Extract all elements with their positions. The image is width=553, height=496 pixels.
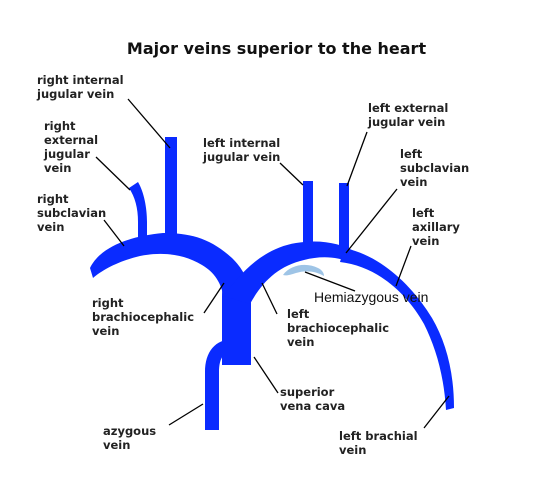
- azygous-vein-shape: [205, 339, 234, 430]
- leader-right-brachiocephalic: [203, 282, 225, 314]
- leader-hemiazygous: [304, 271, 356, 292]
- hemiazygous-vein-shape: [283, 264, 324, 276]
- label-hemiazygous-vein: Hemiazygous vein: [314, 289, 429, 305]
- right-external-jugular-shape: [129, 182, 147, 244]
- leader-left-brachiocephalic: [261, 282, 278, 315]
- leader-left-external-jugular: [346, 131, 368, 187]
- leader-right-external-jugular: [95, 156, 131, 191]
- label-superior-vena-cava: superior vena cava: [280, 385, 346, 413]
- leader-right-subclavian: [103, 219, 125, 247]
- left-subclavian-axillary-brachial-shape: [340, 248, 454, 410]
- label-right-external-jugular-vein: right external jugular vein: [44, 119, 99, 175]
- leader-azygous: [168, 403, 204, 426]
- label-right-subclavian-vein: right subclavian vein: [37, 192, 107, 234]
- label-left-brachiocephalic-vein: left brachiocephalic vein: [287, 307, 390, 349]
- diagram-title: Major veins superior to the heart: [126, 39, 427, 58]
- left-brachiocephalic-shape: [224, 241, 356, 304]
- right-internal-jugular-shape: [165, 137, 177, 242]
- label-left-brachial-vein: left brachial vein: [339, 429, 418, 457]
- label-right-internal-jugular-vein: right internal jugular vein: [37, 73, 124, 101]
- leader-left-axillary: [395, 245, 412, 287]
- leader-left-subclavian: [345, 188, 398, 254]
- leader-left-brachial: [423, 395, 450, 429]
- label-left-axillary-vein: left axillary vein: [412, 206, 460, 248]
- label-left-subclavian-vein: left subclavian vein: [400, 147, 470, 189]
- left-external-jugular-shape: [339, 183, 349, 252]
- label-right-brachiocephalic-vein: right brachiocephalic vein: [92, 296, 195, 338]
- left-internal-jugular-shape: [303, 181, 313, 252]
- leader-right-internal-jugular: [127, 98, 171, 149]
- label-left-external-jugular-vein: left external jugular vein: [368, 101, 449, 129]
- leader-superior-vena-cava: [253, 356, 279, 394]
- right-brachiocephalic-shape: [90, 233, 250, 300]
- label-left-internal-jugular-vein: left internal jugular vein: [203, 136, 281, 164]
- leader-lines: [95, 98, 450, 429]
- label-azygous-vein: azygous vein: [103, 424, 157, 452]
- leader-left-internal-jugular: [279, 162, 304, 186]
